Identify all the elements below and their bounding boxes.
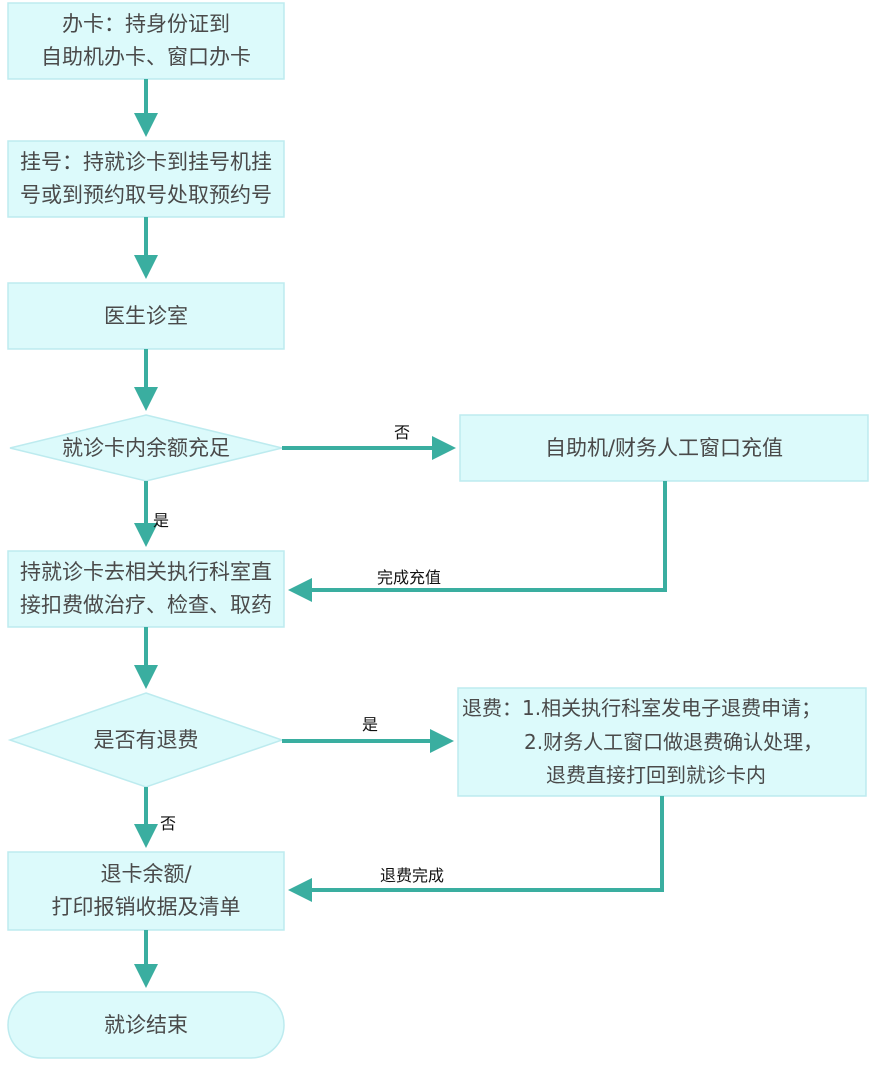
balance-check-label: 就诊卡内余额充足	[62, 435, 230, 460]
balance-check-node: 就诊卡内余额充足	[10, 415, 282, 481]
refund-balance-node: 退卡余额/ 打印报销收据及清单	[8, 852, 284, 930]
edge-label-recharge-done: 完成充值	[377, 568, 442, 587]
register-node-line1: 挂号：持就诊卡到挂号机挂	[20, 150, 272, 174]
card-node-box	[7, 2, 285, 80]
refund-balance-line1: 退卡余额/	[100, 862, 192, 886]
register-node-line2: 号或到预约取号处取预约号	[20, 183, 272, 207]
refund-node-line1: 退费：1.相关执行科室发电子退费申请；	[462, 696, 822, 720]
refund-balance-line2: 打印报销收据及清单	[51, 895, 241, 919]
edge-label-refund-done: 退费完成	[380, 866, 445, 885]
arrow-recharge-to-deduct	[288, 481, 667, 602]
refund-balance-node-box	[7, 851, 285, 931]
edge-label-balance-yes: 是	[153, 511, 170, 530]
register-node-box	[7, 140, 285, 218]
card-node-line1: 办卡：持身份证到	[62, 12, 230, 36]
deduct-node-box	[7, 550, 285, 628]
register-node: 挂号：持就诊卡到挂号机挂 号或到预约取号处取预约号	[8, 141, 284, 217]
deduct-node: 持就诊卡去相关执行科室直 接扣费做治疗、检查、取药	[8, 551, 284, 627]
end-node-terminator	[7, 991, 285, 1059]
end-node: 就诊结束	[8, 992, 284, 1058]
refund-check-label: 是否有退费	[93, 727, 199, 752]
card-node: 办卡：持身份证到 自助机办卡、窗口办卡	[8, 3, 284, 79]
recharge-node-label: 自助机/财务人工窗口充值	[544, 435, 784, 460]
end-node-label: 就诊结束	[104, 1012, 188, 1037]
deduct-node-line1: 持就诊卡去相关执行科室直	[20, 560, 272, 584]
refund-node-line2: 2.财务人工窗口做退费确认处理，	[524, 730, 824, 754]
refund-node-line3: 退费直接打回到就诊卡内	[546, 763, 766, 787]
card-node-line2: 自助机办卡、窗口办卡	[41, 45, 251, 69]
deduct-node-line2: 接扣费做治疗、检查、取药	[20, 593, 272, 617]
clinic-node-box	[7, 282, 285, 350]
edge-label-balance-no: 否	[394, 423, 411, 442]
refund-node: 退费：1.相关执行科室发电子退费申请； 2.财务人工窗口做退费确认处理， 退费直…	[458, 688, 866, 796]
arrow-refund-to-refund-balance	[288, 796, 664, 902]
refund-node-box	[457, 687, 867, 797]
recharge-node-box	[459, 414, 869, 482]
clinic-node: 医生诊室	[8, 283, 284, 349]
clinic-node-label: 医生诊室	[104, 303, 188, 328]
edge-label-refund-no: 否	[160, 814, 177, 833]
edge-label-refund-yes: 是	[362, 715, 379, 734]
refund-check-node: 是否有退费	[10, 693, 282, 787]
recharge-node: 自助机/财务人工窗口充值	[460, 415, 868, 481]
